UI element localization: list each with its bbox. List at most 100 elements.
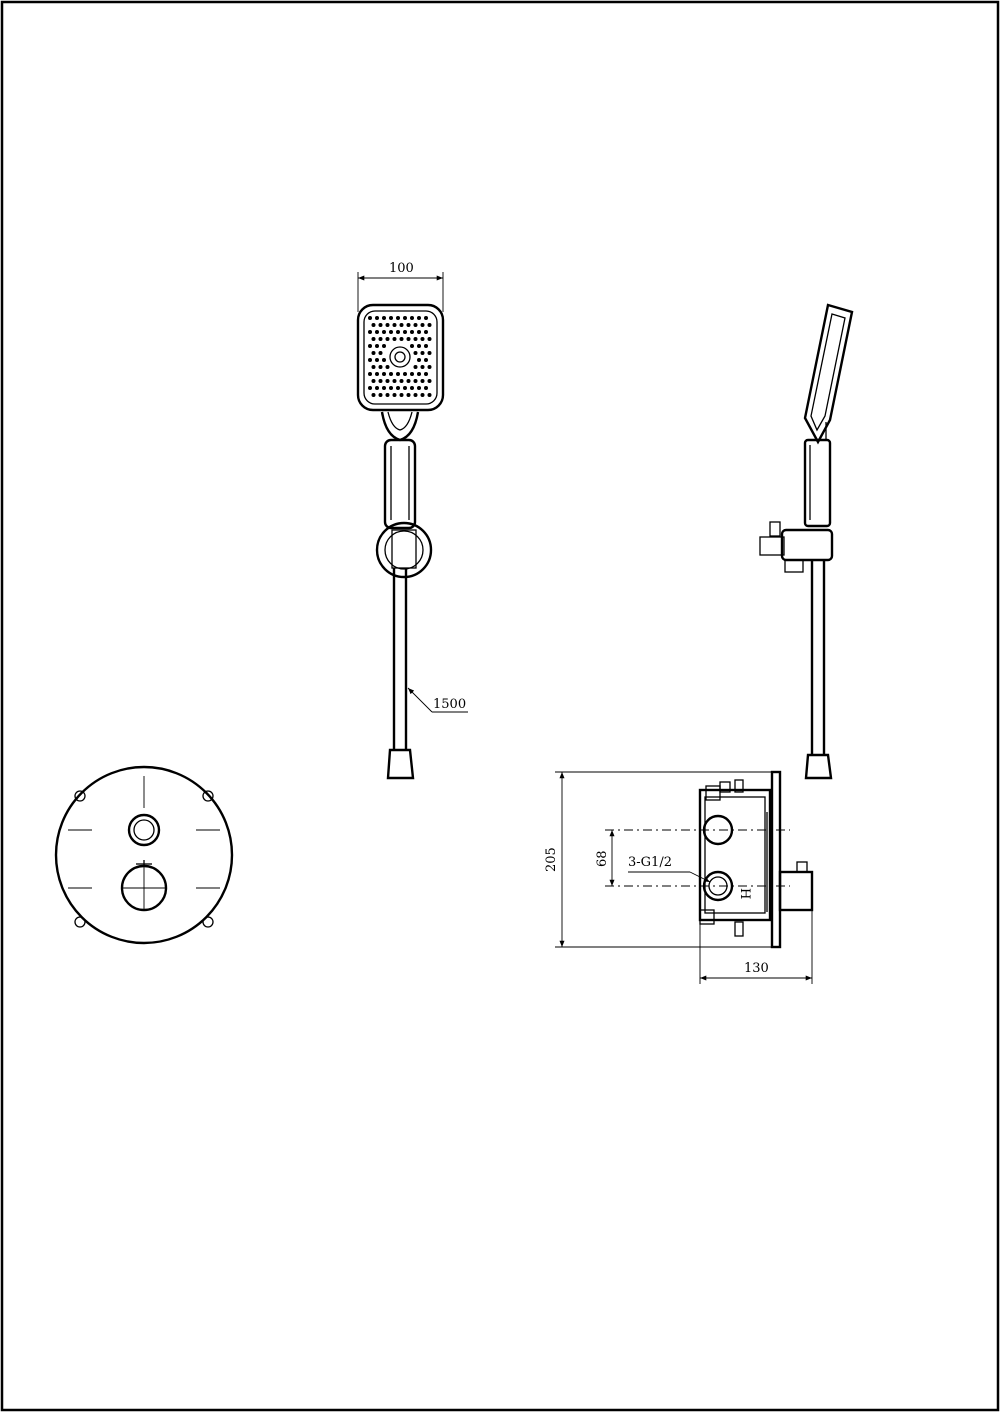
spray-nozzle: [378, 351, 383, 355]
spray-nozzle: [368, 316, 372, 320]
height-dimension-label: 205: [544, 847, 559, 872]
spray-nozzle: [420, 379, 425, 383]
spray-nozzle: [371, 393, 376, 397]
spray-nozzle: [392, 379, 397, 383]
spray-nozzle: [392, 323, 397, 327]
spray-nozzle: [382, 344, 386, 348]
spray-nozzle: [424, 386, 428, 390]
hose-length-label: 1500: [433, 697, 466, 712]
spray-nozzle: [396, 330, 400, 334]
spray-nozzle: [399, 379, 404, 383]
spray-nozzle: [396, 372, 400, 376]
shower-handle: [380, 411, 420, 530]
spray-nozzle: [385, 393, 390, 397]
spray-nozzle: [375, 386, 379, 390]
spray-nozzle: [389, 330, 393, 334]
spray-nozzle: [375, 358, 379, 362]
spray-nozzle: [413, 393, 418, 397]
spray-nozzle: [417, 372, 421, 376]
spray-nozzle: [371, 337, 376, 341]
spray-nozzle: [410, 372, 414, 376]
spray-nozzle: [389, 372, 393, 376]
thread-callout: 3-G1/2: [628, 855, 711, 883]
spray-nozzle: [417, 330, 421, 334]
height-dimension: 205: [544, 771, 772, 948]
spray-nozzle: [424, 330, 428, 334]
spray-nozzle: [413, 337, 418, 341]
spray-nozzle: [375, 316, 379, 320]
hose-length-callout: 1500: [407, 687, 468, 713]
spray-nozzle: [382, 372, 386, 376]
spray-nozzle: [368, 330, 372, 334]
spray-nozzle: [424, 372, 428, 376]
spray-nozzle: [406, 337, 411, 341]
spray-nozzle: [420, 351, 425, 355]
spray-nozzle: [403, 386, 407, 390]
spray-nozzle: [385, 323, 390, 327]
spray-nozzle: [392, 393, 397, 397]
valve-side-view: H 205 68 3-G1/2: [544, 770, 814, 984]
spray-nozzle: [410, 316, 414, 320]
spray-nozzle: [389, 316, 393, 320]
spacing-dimension-label: 68: [595, 850, 610, 867]
spray-nozzle: [385, 337, 390, 341]
wall-holder: [375, 521, 433, 579]
spray-nozzle: [399, 323, 404, 327]
spray-nozzle: [424, 344, 428, 348]
spray-nozzle: [420, 323, 425, 327]
spray-nozzle: [396, 316, 400, 320]
spray-nozzle: [410, 344, 414, 348]
spray-nozzle: [371, 365, 376, 369]
spray-nozzle: [427, 379, 432, 383]
spray-nozzle: [385, 379, 390, 383]
spray-nozzle: [406, 393, 411, 397]
spray-nozzle: [427, 323, 432, 327]
spray-nozzle: [413, 323, 418, 327]
valve-front-view: [54, 765, 234, 945]
spray-nozzle: [375, 330, 379, 334]
spray-nozzle: [406, 323, 411, 327]
depth-dimension-label: 130: [744, 961, 769, 976]
spray-nozzle: [420, 365, 425, 369]
spray-nozzle: [375, 344, 379, 348]
shower-head: [356, 303, 445, 412]
spray-nozzle: [420, 393, 425, 397]
spray-nozzle: [368, 386, 372, 390]
depth-dimension: 130: [699, 910, 813, 984]
spray-nozzle: [385, 365, 390, 369]
spray-nozzle: [413, 379, 418, 383]
spray-nozzle: [406, 379, 411, 383]
spray-nozzle: [392, 337, 397, 341]
spacing-dimension: 68: [595, 830, 615, 886]
spray-nozzle: [382, 316, 386, 320]
spray-nozzle: [378, 323, 383, 327]
spray-nozzle: [420, 337, 425, 341]
spray-nozzle: [378, 337, 383, 341]
spray-nozzle: [371, 351, 376, 355]
width-dimension-label: 100: [389, 261, 414, 276]
spray-nozzle: [417, 344, 421, 348]
spray-nozzle-pattern: [368, 316, 432, 397]
spray-nozzle: [368, 358, 372, 362]
hot-inlet-marker: H: [737, 888, 752, 899]
spray-nozzle: [427, 393, 432, 397]
spray-nozzle: [399, 337, 404, 341]
spray-nozzle: [413, 351, 418, 355]
thread-callout-label: 3-G1/2: [628, 855, 672, 870]
spray-nozzle: [371, 323, 376, 327]
spray-nozzle: [417, 358, 421, 362]
spray-nozzle: [396, 386, 400, 390]
spray-nozzle: [382, 386, 386, 390]
spray-nozzle: [403, 330, 407, 334]
spray-nozzle: [403, 316, 407, 320]
spray-nozzle: [427, 351, 432, 355]
spray-nozzle: [417, 316, 421, 320]
spray-nozzle: [410, 330, 414, 334]
spray-nozzle: [410, 386, 414, 390]
spray-nozzle: [368, 372, 372, 376]
spray-nozzle: [403, 372, 407, 376]
shower-hose: [386, 568, 415, 780]
handshower-front-view: 100: [356, 261, 468, 780]
spray-nozzle: [424, 316, 428, 320]
